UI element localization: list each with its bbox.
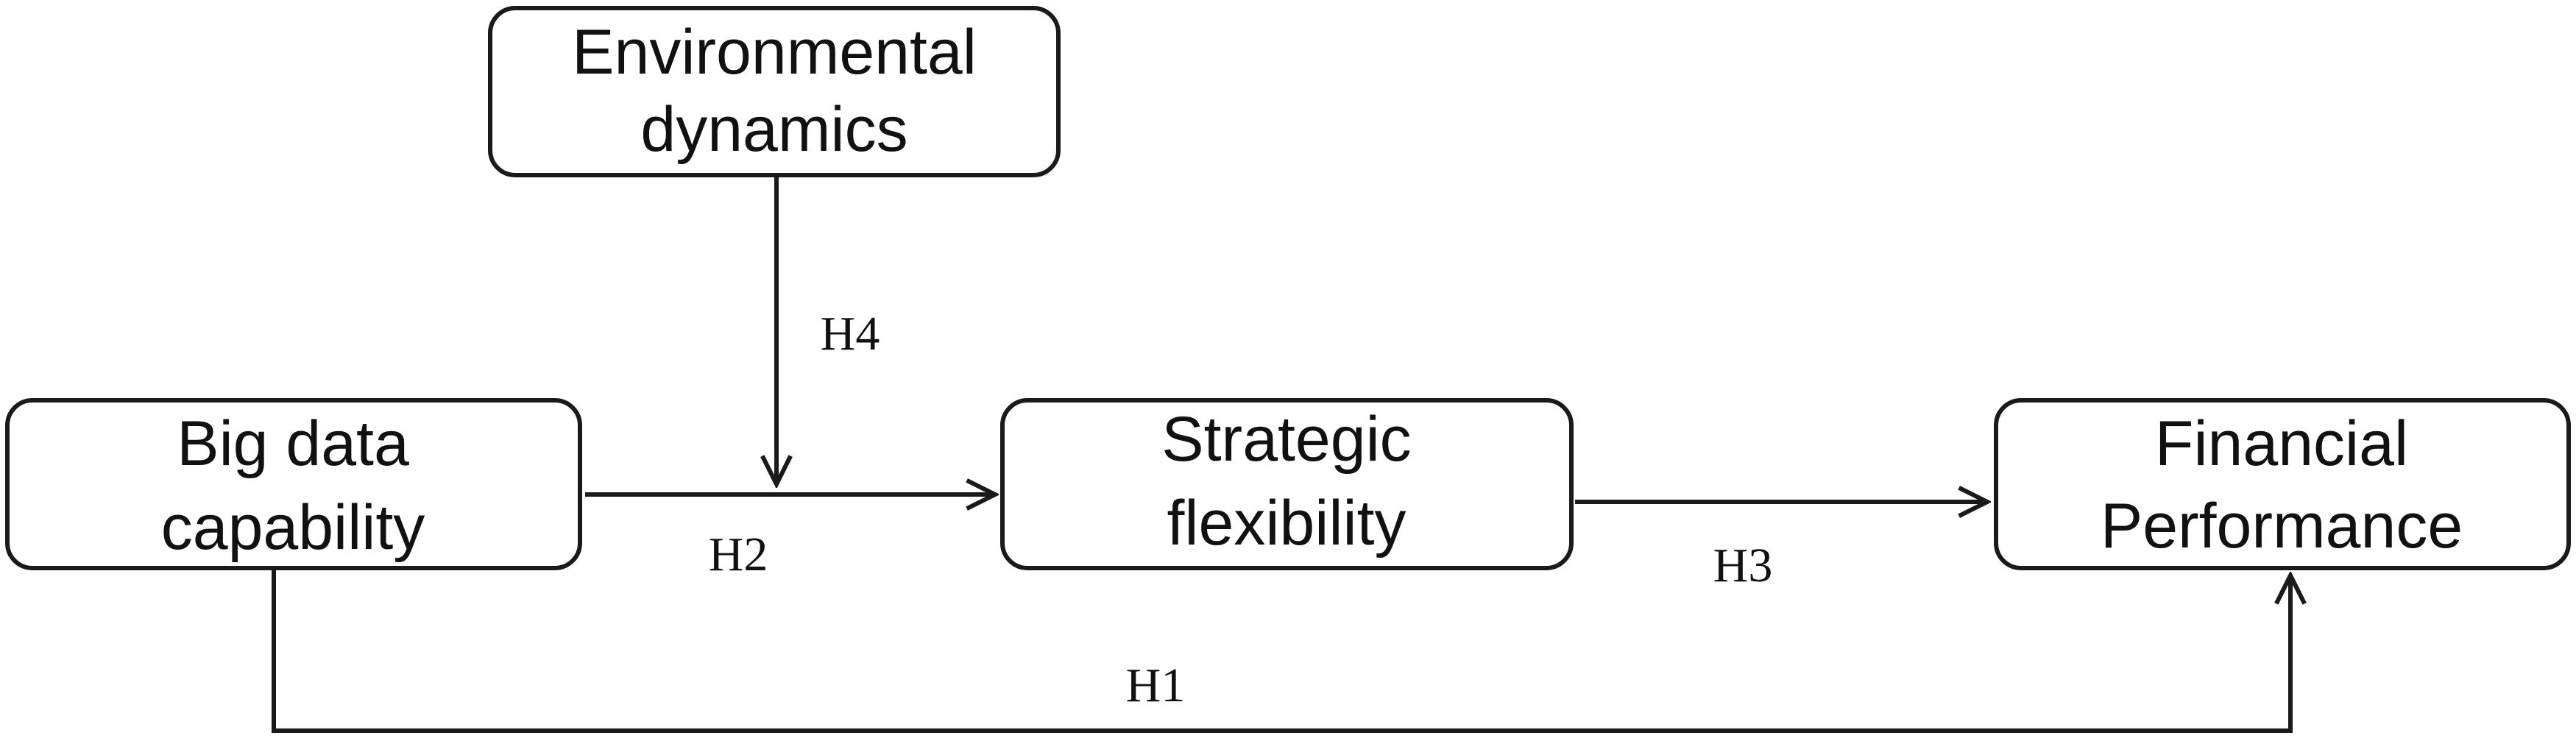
node-big-data-capability-line1: Big data: [177, 408, 409, 479]
node-financial-performance-box: [1994, 398, 2571, 570]
node-strategic-flexibility-line1: Strategic: [1161, 404, 1411, 475]
node-environmental-dynamics: Environmental dynamics: [488, 6, 1061, 177]
node-environmental-dynamics-line1: Environmental: [572, 17, 977, 88]
node-big-data-capability-box: [5, 398, 582, 570]
edge-h1-label: H1: [1126, 659, 1186, 712]
edge-h2: H2: [585, 494, 995, 581]
edge-h3: H3: [1575, 502, 1987, 592]
edge-h1-line: [272, 570, 2290, 733]
node-financial-performance-line1: Financial: [2155, 408, 2408, 479]
node-strategic-flexibility: Strategic flexibility: [1000, 398, 1574, 570]
edge-h4: H4: [776, 177, 880, 484]
node-financial-performance-line2: Performance: [2101, 491, 2463, 561]
node-big-data-capability: Big data capability: [5, 398, 582, 570]
node-strategic-flexibility-box: [1000, 398, 1574, 570]
node-financial-performance: Financial Performance: [1994, 398, 2571, 570]
edge-h4-label: H4: [821, 307, 880, 361]
edge-h3-label: H3: [1713, 539, 1773, 592]
node-environmental-dynamics-line2: dynamics: [640, 94, 907, 165]
node-environmental-dynamics-box: [488, 6, 1061, 177]
edge-h1: H1: [272, 570, 2290, 733]
edge-h2-label: H2: [709, 528, 768, 581]
node-big-data-capability-line2: capability: [161, 492, 425, 563]
node-strategic-flexibility-line2: flexibility: [1167, 488, 1406, 559]
